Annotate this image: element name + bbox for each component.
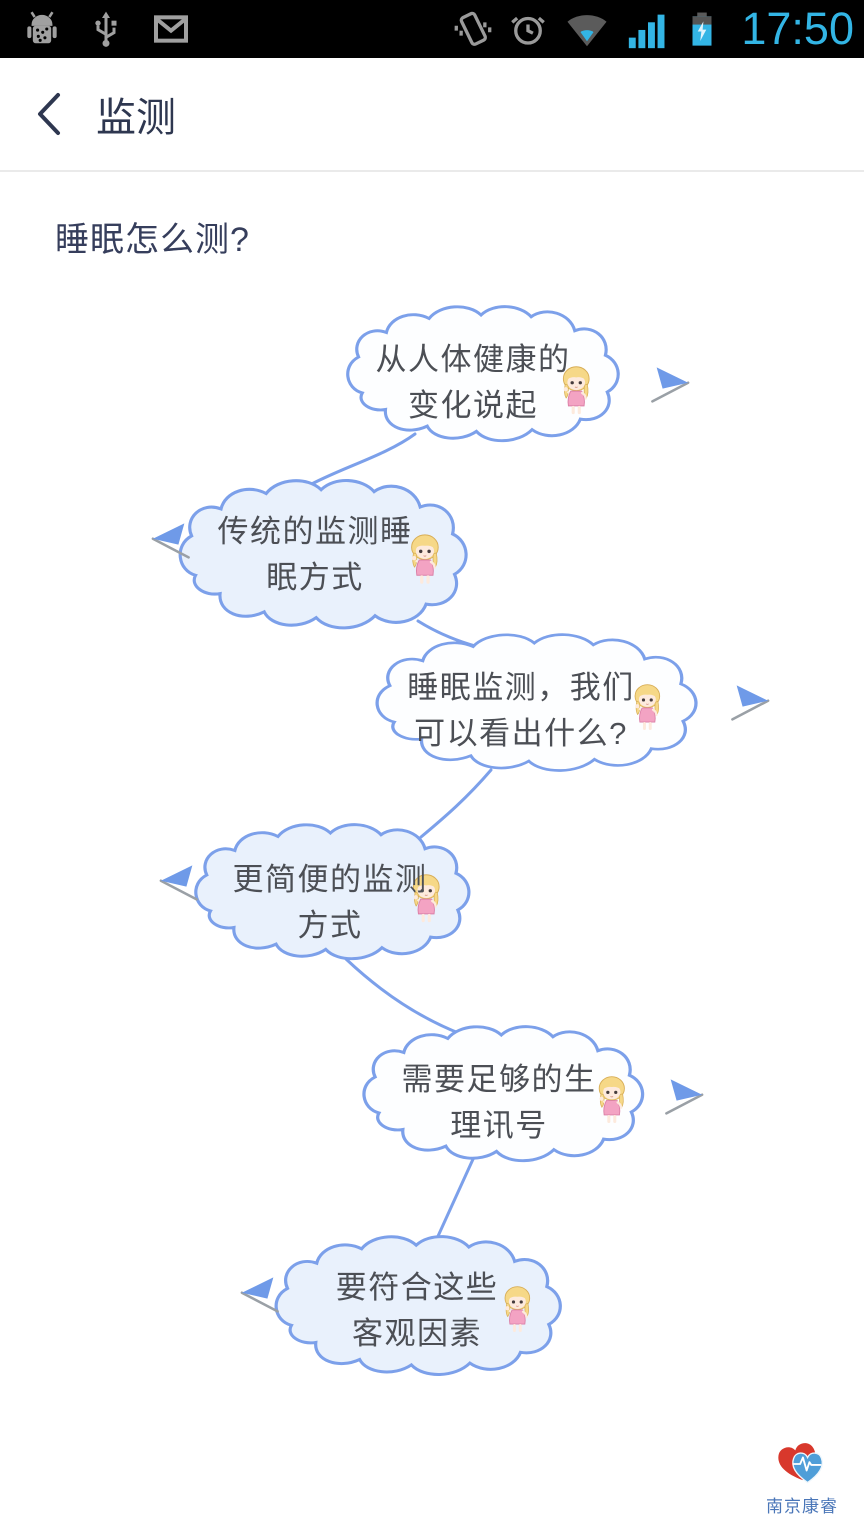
brand-footer: 南京康睿 <box>752 1438 852 1517</box>
bubble-objective-factors[interactable]: 要符合这些 客观因素 <box>297 1258 537 1362</box>
bubble-line: 需要足够的生 <box>401 1061 597 1097</box>
wifi-icon <box>567 15 607 47</box>
bubble-what-we-can-see[interactable]: 睡眠监测，我们 可以看出什么? <box>391 658 651 762</box>
bubble-line: 变化说起 <box>408 387 538 423</box>
header: 监测 <box>0 58 864 172</box>
gmail-icon <box>154 15 188 43</box>
bubble-physiological-signals[interactable]: 需要足够的生 理讯号 <box>379 1050 619 1154</box>
bubble-health-changes[interactable]: 从人体健康的 变化说起 <box>353 330 593 434</box>
connector-3-4 <box>419 768 493 839</box>
battery-charging-icon <box>692 12 712 46</box>
bubble-line: 更简便的监测 <box>232 861 428 897</box>
bubble-line: 方式 <box>297 907 363 943</box>
arrow-right-icon[interactable] <box>651 366 690 403</box>
clock-text: 17:50 <box>741 3 854 54</box>
brand-logo-hearts-icon <box>778 1443 823 1484</box>
status-left-icons <box>20 6 194 52</box>
connector-5-6 <box>432 1155 476 1247</box>
connector-1-2 <box>304 432 417 489</box>
connector-4-5 <box>344 957 463 1036</box>
signal-icon <box>629 14 665 49</box>
vibrate-icon <box>454 11 492 46</box>
bubble-traditional-monitoring[interactable]: 传统的监测睡 眠方式 <box>195 502 435 606</box>
status-right-icons: 17:50 <box>451 0 854 58</box>
bubble-simpler-method[interactable]: 更简便的监测 方式 <box>210 850 450 954</box>
bubble-line: 可以看出什么? <box>414 715 628 751</box>
usb-icon <box>95 11 117 47</box>
page-subtitle: 睡眠怎么测? <box>55 221 250 259</box>
back-chevron-icon <box>38 93 60 135</box>
bubble-line: 从人体健康的 <box>375 341 571 377</box>
arrow-left-icon[interactable] <box>240 1276 279 1313</box>
android-debug-icon <box>27 11 57 44</box>
arrow-right-icon[interactable] <box>731 684 770 721</box>
alarm-icon <box>511 16 546 45</box>
page-title: 监测 <box>96 96 176 140</box>
bubble-line: 客观因素 <box>352 1315 482 1351</box>
back-button[interactable] <box>14 58 84 170</box>
bubble-line: 眠方式 <box>266 559 364 595</box>
status-bar: 17:50 <box>0 0 864 58</box>
bubble-line: 理讯号 <box>450 1107 548 1143</box>
arrow-right-icon[interactable] <box>665 1078 704 1115</box>
brand-name: 南京康睿 <box>766 1497 838 1516</box>
bubble-line: 传统的监测睡 <box>217 513 413 549</box>
arrow-left-icon[interactable] <box>159 864 198 901</box>
bubble-line: 睡眠监测，我们 <box>407 669 635 705</box>
bubble-line: 要符合这些 <box>335 1269 499 1305</box>
